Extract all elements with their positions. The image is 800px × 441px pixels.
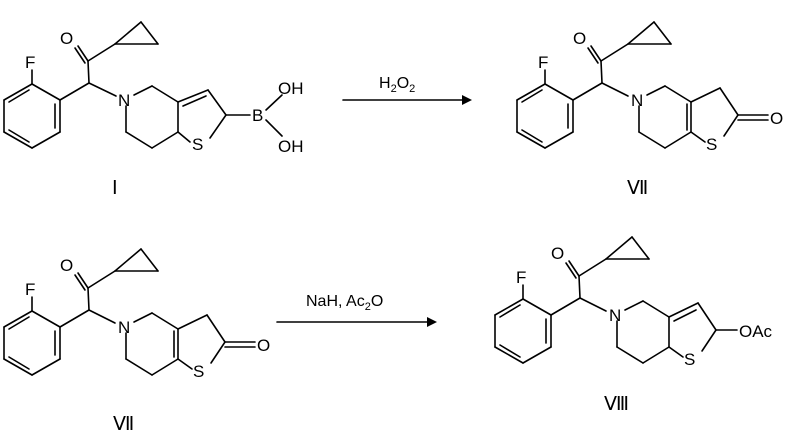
compound-VII-bottom-sulfur: S [193,362,204,381]
compound-VII-top-nitrogen: N [631,91,643,110]
compound-VII-bottom: O F N S O Ⅶ [3,248,270,435]
reaction-arrow-1: H2O2 [342,75,472,105]
compound-I-bonds [3,21,283,149]
compound-VIII-oxygen: O [551,244,564,263]
reaction-arrow-2: NaH, Ac2O [276,293,437,327]
compound-I: O F N S B OH OH Ⅰ [3,21,304,199]
compound-VII-bottom-label: Ⅶ [113,414,134,435]
compound-I-hydroxyl-top: OH [278,79,304,98]
arrow-head-2 [427,317,437,327]
compound-VIII-acetoxy: OAc [739,322,773,341]
compound-VII-bottom-fluorine: F [25,280,35,299]
compound-VIII-label: Ⅷ [604,394,629,415]
compound-I-hydroxyl-bottom: OH [278,137,304,156]
compound-I-fluorine: F [25,53,35,72]
compound-VII-top-fluorine: F [538,53,548,72]
compound-VIII-fluorine: F [516,268,526,287]
compound-VIII-bonds [494,236,738,364]
compound-VIII: O F N S OAc Ⅷ [494,236,773,415]
compound-VIII-nitrogen: N [609,306,621,325]
compound-VII-top-bonds [516,21,769,149]
compound-VII-top: O F N S O Ⅶ [516,21,783,199]
compound-I-boron: B [252,106,263,125]
reagent-1: H2O2 [379,75,415,95]
compound-VII-top-oxygen: O [573,29,586,48]
compound-VII-top-carbonyl-oxygen: O [770,109,783,128]
compound-VII-bottom-bonds [3,248,256,376]
arrow-head-1 [462,95,472,105]
compound-VII-top-label: Ⅶ [627,178,648,199]
compound-I-oxygen: O [60,29,73,48]
compound-I-label: Ⅰ [112,178,118,199]
compound-I-sulfur: S [192,135,203,154]
compound-I-nitrogen: N [118,91,130,110]
compound-VIII-sulfur: S [684,350,695,369]
compound-VII-bottom-oxygen: O [60,256,73,275]
compound-VII-bottom-carbonyl-oxygen: O [257,336,270,355]
compound-VII-top-sulfur: S [706,135,717,154]
reagent-2: NaH, Ac2O [306,293,383,313]
compound-VII-bottom-nitrogen: N [118,318,130,337]
